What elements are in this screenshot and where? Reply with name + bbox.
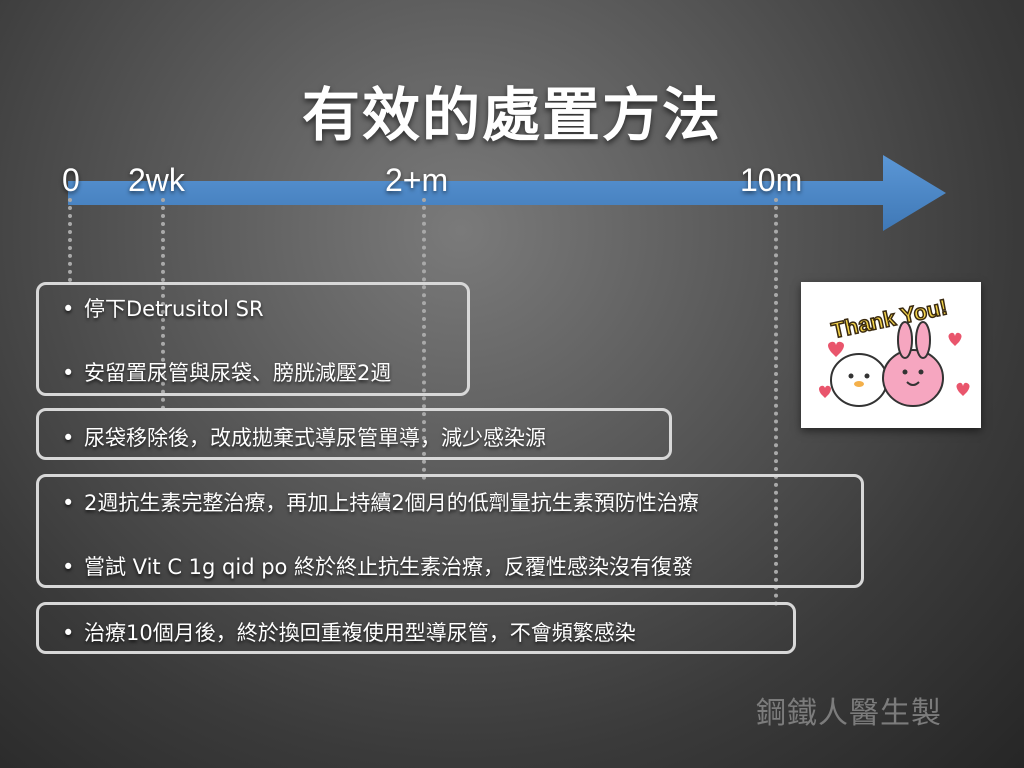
bullet-item: •尿袋移除後，改成拋棄式導尿管單導，減少感染源: [62, 426, 546, 450]
guide-line-2wk: [161, 198, 165, 410]
thank-you-sticker: Thank You!: [801, 282, 981, 428]
bullet-item: •嘗試 Vit C 1g qid po 終於終止抗生素治療，反覆性感染沒有復發: [62, 555, 694, 579]
tick-10m: 10m: [740, 162, 803, 198]
tick-0: 0: [62, 162, 80, 198]
thank-you-text: Thank You!: [829, 294, 949, 343]
step-box-1: [36, 282, 470, 396]
tick-2m: 2+m: [385, 162, 449, 198]
slide-title: 有效的處置方法: [301, 81, 722, 149]
step-box-3: [36, 474, 864, 588]
tick-2wk: 2wk: [128, 162, 185, 198]
bullet-item: •停下Detrusitol SR: [62, 297, 264, 321]
bullet-item: •治療10個月後，終於換回重複使用型導尿管，不會頻繁感染: [62, 621, 636, 645]
bullet-item: •安留置尿管與尿袋、膀胱減壓2週: [62, 361, 392, 385]
step-box-2: [36, 408, 672, 460]
guide-line-0: [68, 198, 72, 282]
thank-you-illustration: Thank You!: [819, 293, 970, 407]
guide-line-10m: [774, 198, 778, 606]
guide-line-2m: [422, 198, 426, 480]
bullet-item: •2週抗生素完整治療，再加上持續2個月的低劑量抗生素預防性治療: [62, 491, 699, 515]
author-watermark: 鋼鐵人醫生製: [756, 696, 942, 731]
step-box-4: [36, 602, 796, 654]
